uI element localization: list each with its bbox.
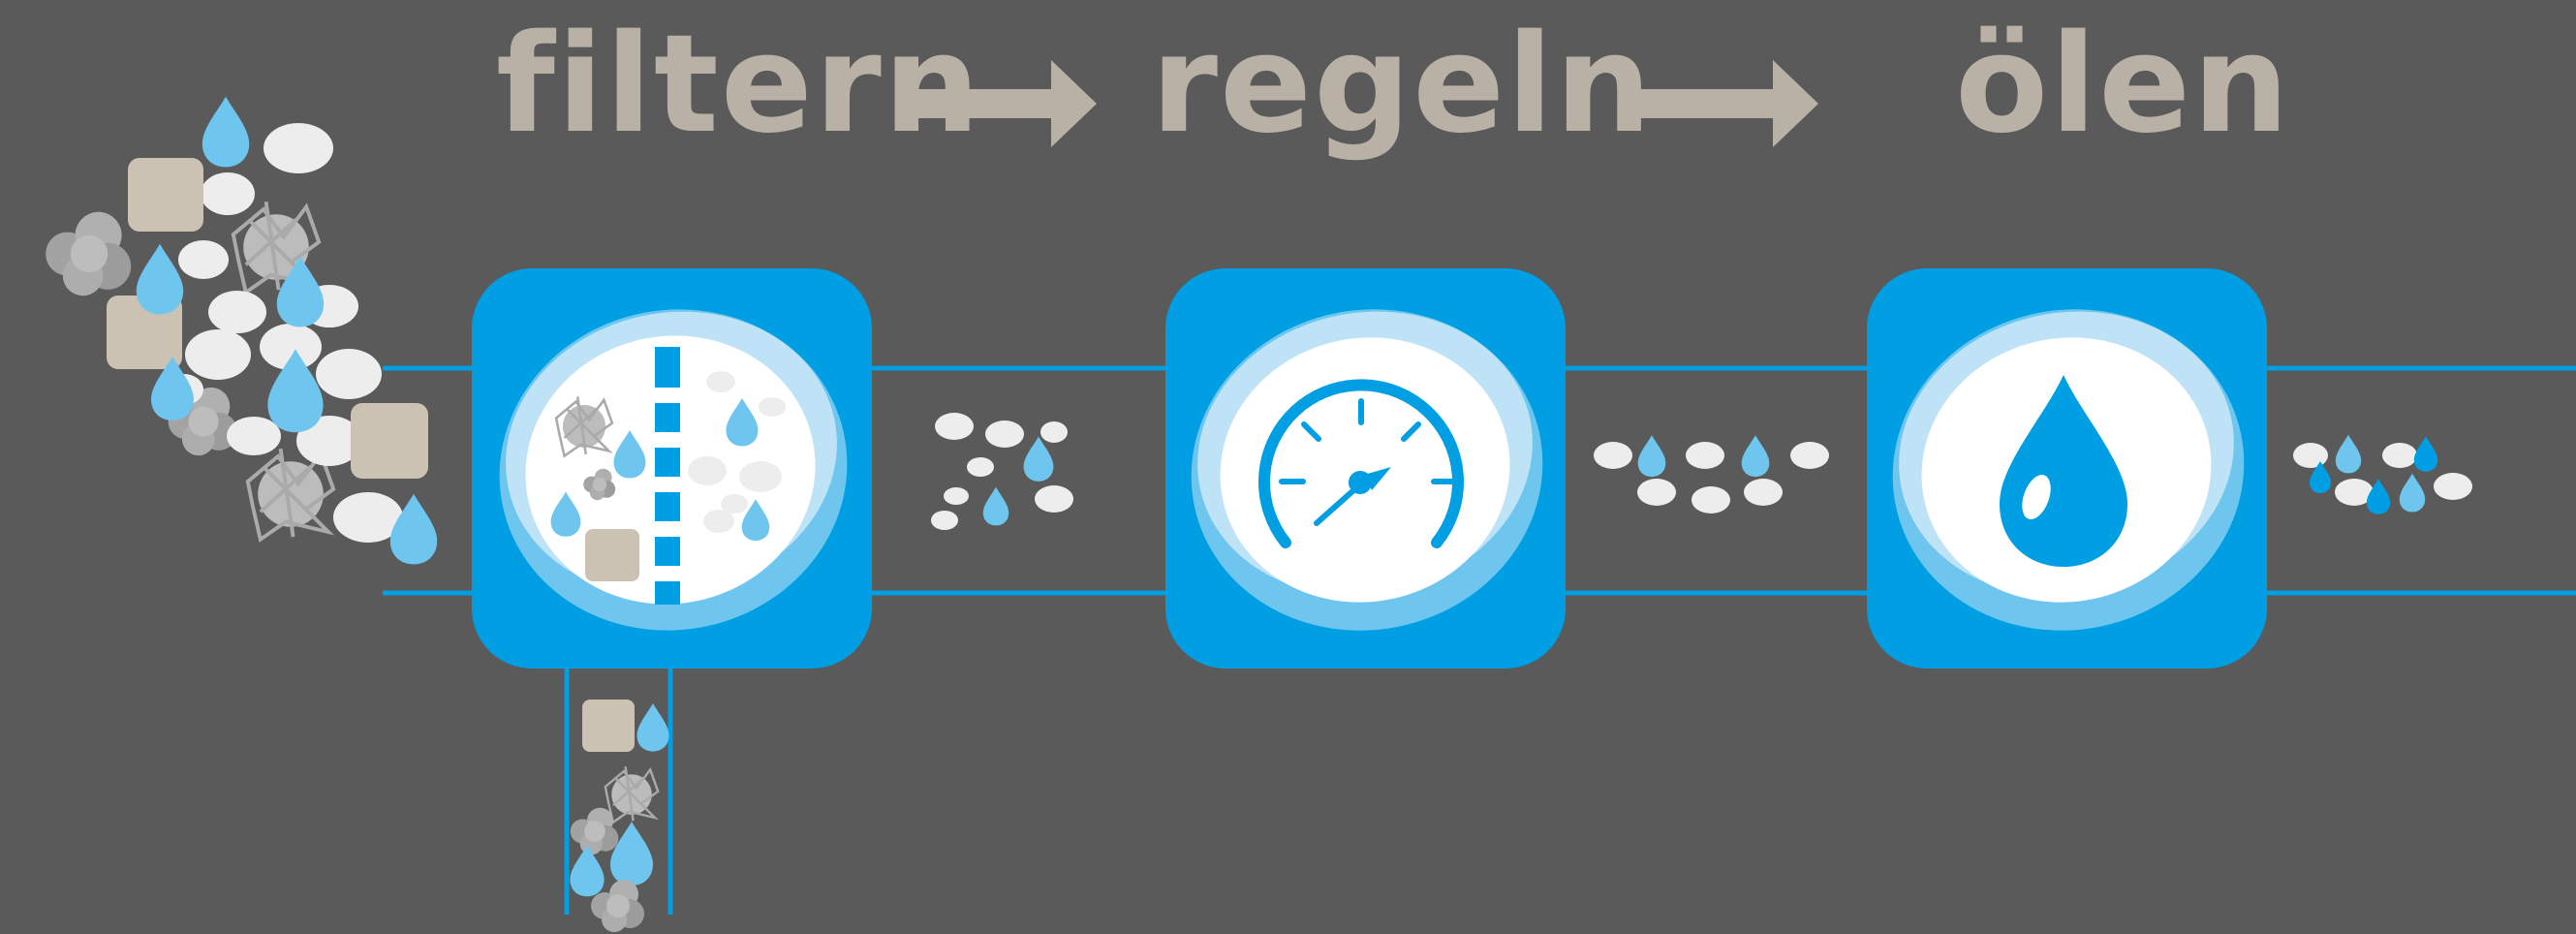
- arrow-2-icon: [1637, 60, 1818, 147]
- filter-icon: [472, 268, 872, 669]
- arrow-1-icon: [916, 60, 1097, 147]
- filtered-particles-2: [1594, 435, 1829, 514]
- oil-drop-icon: [1867, 268, 2267, 669]
- step-label-oelen: ölen: [1955, 6, 2291, 164]
- gauge-icon: [1165, 268, 1566, 669]
- step-label-regeln: regeln: [1151, 6, 1654, 164]
- oiled-particles: [2293, 434, 2472, 514]
- incoming-contaminants: [46, 96, 438, 565]
- filtered-particles-1: [931, 413, 1073, 530]
- drained-contaminants: [570, 700, 669, 932]
- step-label-filtern: filtern: [496, 6, 982, 164]
